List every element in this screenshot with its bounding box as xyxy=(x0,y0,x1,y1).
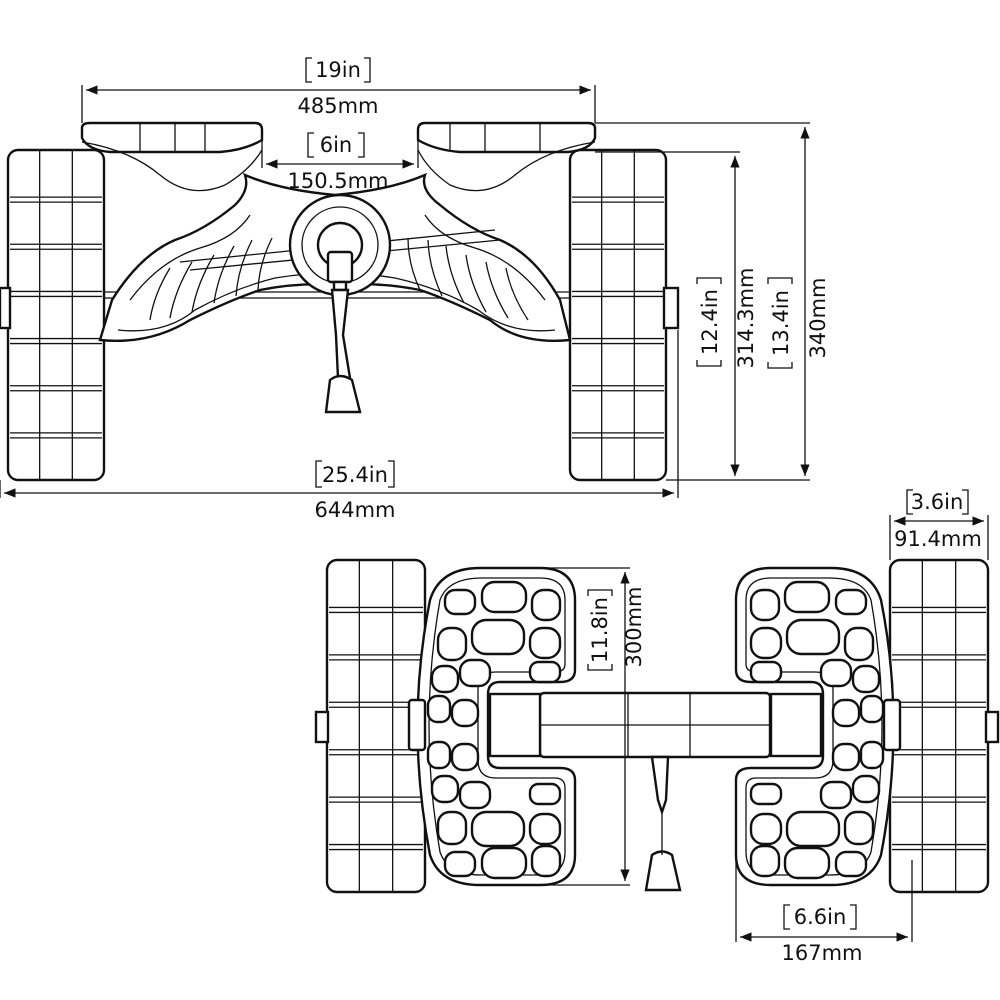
label-height-a-mm: 314.3mm xyxy=(734,267,758,368)
inch-brackets xyxy=(305,57,969,930)
top-view-kickstand xyxy=(644,755,682,892)
front-left-wheel xyxy=(6,148,106,482)
label-pad-length-mm: 300mm xyxy=(622,587,646,668)
label-height-a-in: 12.4in xyxy=(698,289,722,355)
top-left-pad xyxy=(416,566,577,887)
front-view xyxy=(0,121,680,482)
label-wheel-width-in: 3.6in xyxy=(911,490,964,514)
front-right-wheel xyxy=(568,148,668,482)
kickstand xyxy=(324,288,362,414)
left-axle-cap xyxy=(0,286,12,330)
label-height-b-in: 13.4in xyxy=(769,290,793,356)
label-top-width-in: 19in xyxy=(315,58,361,82)
front-right-pad xyxy=(416,121,597,154)
label-pad-length-in: 11.8in xyxy=(588,597,612,663)
label-top-width-mm: 485mm xyxy=(298,94,379,118)
label-pad-width-mm: 167mm xyxy=(782,941,863,965)
label-overall-width-mm: 644mm xyxy=(315,498,396,522)
label-inner-width-in: 6in xyxy=(320,133,353,157)
dimension-labels: 19in 485mm 6in 150.5mm 25.4in 644mm 12.4… xyxy=(287,58,981,965)
label-inner-width-mm: 150.5mm xyxy=(287,169,388,193)
top-right-wheel xyxy=(888,558,1000,894)
top-view xyxy=(314,558,1000,894)
right-axle-cap xyxy=(662,286,680,330)
top-right-pad xyxy=(734,566,895,887)
label-wheel-width-mm: 91.4mm xyxy=(894,527,982,551)
label-overall-width-in: 25.4in xyxy=(322,463,388,487)
label-height-b-mm: 340mm xyxy=(806,278,830,359)
label-pad-width-in: 6.6in xyxy=(794,905,847,929)
dimension-lines xyxy=(0,85,989,942)
center-hub xyxy=(288,193,392,297)
